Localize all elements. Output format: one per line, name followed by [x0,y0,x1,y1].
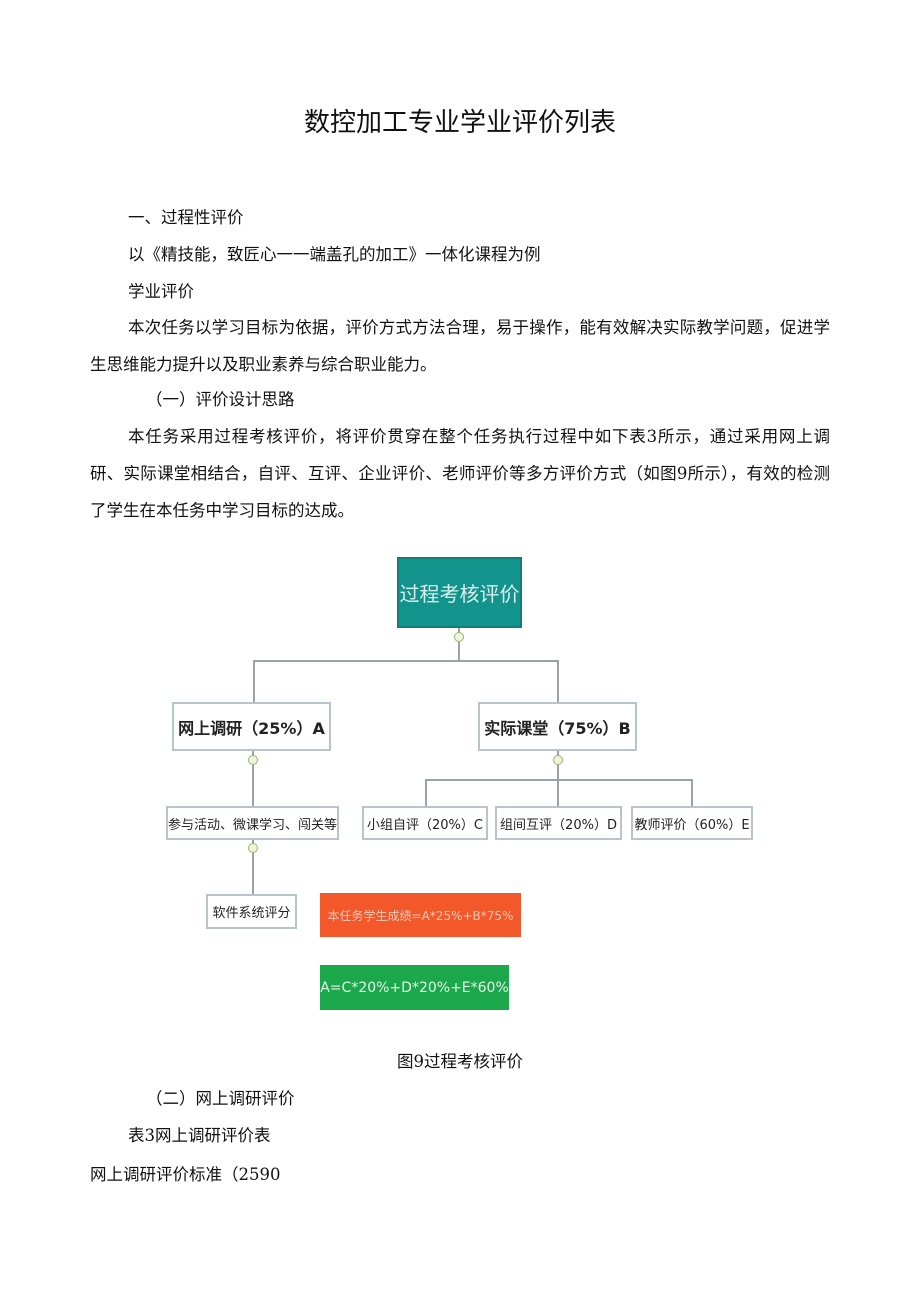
formula-a: A=C*20%+D*20%+E*60% [320,965,509,1010]
formula-total: 本任务学生成绩=A*25%+B*75% [320,893,521,937]
paragraph-1: 本次任务以学习目标为依据，评价方式方法合理，易于操作，能有效解决实际教学问题，促… [90,318,830,374]
collapse-toggle-icon [248,843,258,853]
subsection-heading-2: （二）网上调研评价 [146,1089,295,1108]
collapse-toggle-icon [454,632,464,642]
sub-heading: 学业评价 [128,282,194,301]
node-d: 组间互评（20%）D [495,806,622,840]
collapse-toggle-icon [553,755,563,765]
node-e: 教师评价（60%）E [631,806,753,840]
node-c: 小组自评（20%）C [362,806,488,840]
subsection-heading: （一）评价设计思路 [146,390,295,409]
node-a-child: 参与活动、微课学习、闯关等 [166,806,339,840]
root-node: 过程考核评价 [397,557,522,628]
table-label: 表3网上调研评价表 [128,1126,271,1145]
section-heading: 一、过程性评价 [128,208,244,227]
paragraph-2: 本任务采用过程考核评价，将评价贯穿在整个任务执行过程中如下表3所示，通过采用网上… [90,427,830,520]
node-software-score: 软件系统评分 [206,894,297,929]
collapse-toggle-icon [248,755,258,765]
page-title: 数控加工专业学业评价列表 [303,108,616,138]
standard-line: 网上调研评价标准（2590 [90,1165,281,1184]
node-a: 网上调研（25%）A [172,702,331,751]
course-line: 以《精技能，致匠心一一端盖孔的加工》一体化课程为例 [128,245,541,264]
node-b: 实际课堂（75%）B [478,702,637,751]
figure-caption: 图9过程考核评价 [397,1052,523,1071]
